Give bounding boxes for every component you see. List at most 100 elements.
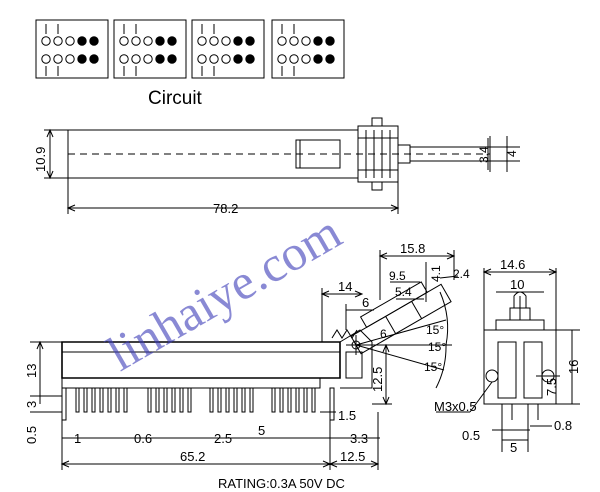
circuit-contact: [233, 54, 243, 64]
side-pin: [75, 387, 80, 413]
side-pin: [217, 387, 222, 413]
circuit-contact: [77, 54, 87, 64]
dim-7-5: 7.5: [544, 378, 559, 396]
side-pin: [295, 387, 300, 413]
circuit-contact: [143, 54, 153, 64]
dim-14-6: 14.6: [500, 257, 525, 272]
circuit-contact: [155, 36, 165, 46]
circuit-contact: [245, 54, 255, 64]
circuit-contact: [53, 54, 63, 64]
pitch-2-5: 2.5: [214, 431, 232, 446]
circuit-contact: [167, 54, 177, 64]
circuit-contact: [131, 36, 141, 46]
circuit-contact: [119, 54, 129, 64]
side-pin: [271, 387, 276, 413]
circuit-contact: [277, 54, 287, 64]
side-pin: [311, 387, 316, 413]
angle-1: 15°: [426, 323, 444, 337]
circuit-title: Circuit: [148, 88, 203, 109]
circuit-bank: [113, 19, 187, 79]
dim-10: 10: [510, 277, 524, 292]
dim-16: 16: [566, 360, 581, 374]
dim-3-3: 3.3: [350, 431, 368, 446]
circuit-contact: [41, 36, 51, 46]
circuit-contact: [77, 36, 87, 46]
circuit-contact: [313, 54, 323, 64]
circuit-bank: [191, 19, 265, 79]
dim-14: 14: [338, 279, 352, 294]
side-pin: [123, 387, 128, 413]
dim-12-5-v: 12.5: [370, 367, 385, 392]
circuit-contact: [313, 36, 323, 46]
side-pin: [83, 387, 88, 413]
circuit-diagram: Circuit: [35, 19, 345, 109]
side-pin: [287, 387, 292, 413]
circuit-contact: [221, 36, 231, 46]
side-pin: [107, 387, 112, 413]
pitch-5: 5: [258, 423, 265, 438]
side-pin: [91, 387, 96, 413]
side-pin: [115, 387, 120, 413]
circuit-contact: [89, 54, 99, 64]
dim-3: 3: [24, 401, 39, 408]
rating-label: RATING:0.3A 50V DC: [218, 476, 345, 491]
circuit-contact: [301, 36, 311, 46]
circuit-contact: [143, 36, 153, 46]
pitch-0-6: 0.6: [134, 431, 152, 446]
dim-end-0-5: 0.5: [462, 428, 480, 443]
circuit-bank: [271, 19, 345, 79]
circuit-contact: [209, 36, 219, 46]
circuit-contact: [41, 54, 51, 64]
side-pin: [171, 387, 176, 413]
circuit-contact: [245, 36, 255, 46]
side-pin: [99, 387, 104, 413]
side-pin: [233, 387, 238, 413]
circuit-contact: [277, 36, 287, 46]
side-pin: [249, 387, 254, 413]
dim-6: 6: [362, 295, 369, 310]
dim-4-1: 4.1: [429, 265, 443, 282]
circuit-contact: [53, 36, 63, 46]
angle-3: 15°: [424, 360, 442, 374]
circuit-contact: [119, 36, 129, 46]
end-view: 14.6 10 16 7.5 M3x0.5 0.5 0.8: [434, 257, 581, 455]
dim-6-small: 6: [380, 327, 387, 341]
dim-0-5: 0.5: [24, 426, 39, 444]
side-pin: [303, 387, 308, 413]
circuit-contact: [301, 54, 311, 64]
circuit-contact: [65, 54, 75, 64]
dim-1-5: 1.5: [338, 408, 356, 423]
mount-tab: [329, 387, 335, 421]
dim-end-5: 5: [510, 440, 517, 455]
circuit-contact: [325, 54, 335, 64]
top-view: 10.9 78.2 3.4 4: [33, 117, 520, 216]
circuit-contact: [197, 54, 207, 64]
side-pin: [179, 387, 184, 413]
dim-10-9: 10.9: [33, 147, 48, 172]
side-pin: [241, 387, 246, 413]
circuit-contact: [89, 36, 99, 46]
thread-spec: M3x0.5: [434, 399, 477, 414]
dim-15-8: 15.8: [400, 241, 425, 256]
side-pin: [209, 387, 214, 413]
circuit-contact: [209, 54, 219, 64]
circuit-contact: [131, 54, 141, 64]
watermark-text: linhaiye.com: [98, 203, 351, 381]
dim-end-0-8: 0.8: [554, 418, 572, 433]
dim-5-4: 5.4: [395, 285, 412, 299]
circuit-contact: [221, 54, 231, 64]
side-pin: [163, 387, 168, 413]
circuit-bank: [35, 19, 109, 79]
circuit-contact: [289, 36, 299, 46]
dim-78-2: 78.2: [213, 201, 238, 216]
dim-65-2: 65.2: [180, 449, 205, 464]
side-pin: [155, 387, 160, 413]
dim-13: 13: [24, 364, 39, 378]
circuit-contact: [325, 36, 335, 46]
side-view: 15° 15° 15° 6 15.8 9.5 5.4 4.1 2.4 14 6: [24, 241, 470, 470]
mount-tab: [61, 387, 67, 421]
circuit-contact: [197, 36, 207, 46]
side-pin: [225, 387, 230, 413]
dim-2-4: 2.4: [453, 267, 470, 281]
circuit-contact: [155, 54, 165, 64]
